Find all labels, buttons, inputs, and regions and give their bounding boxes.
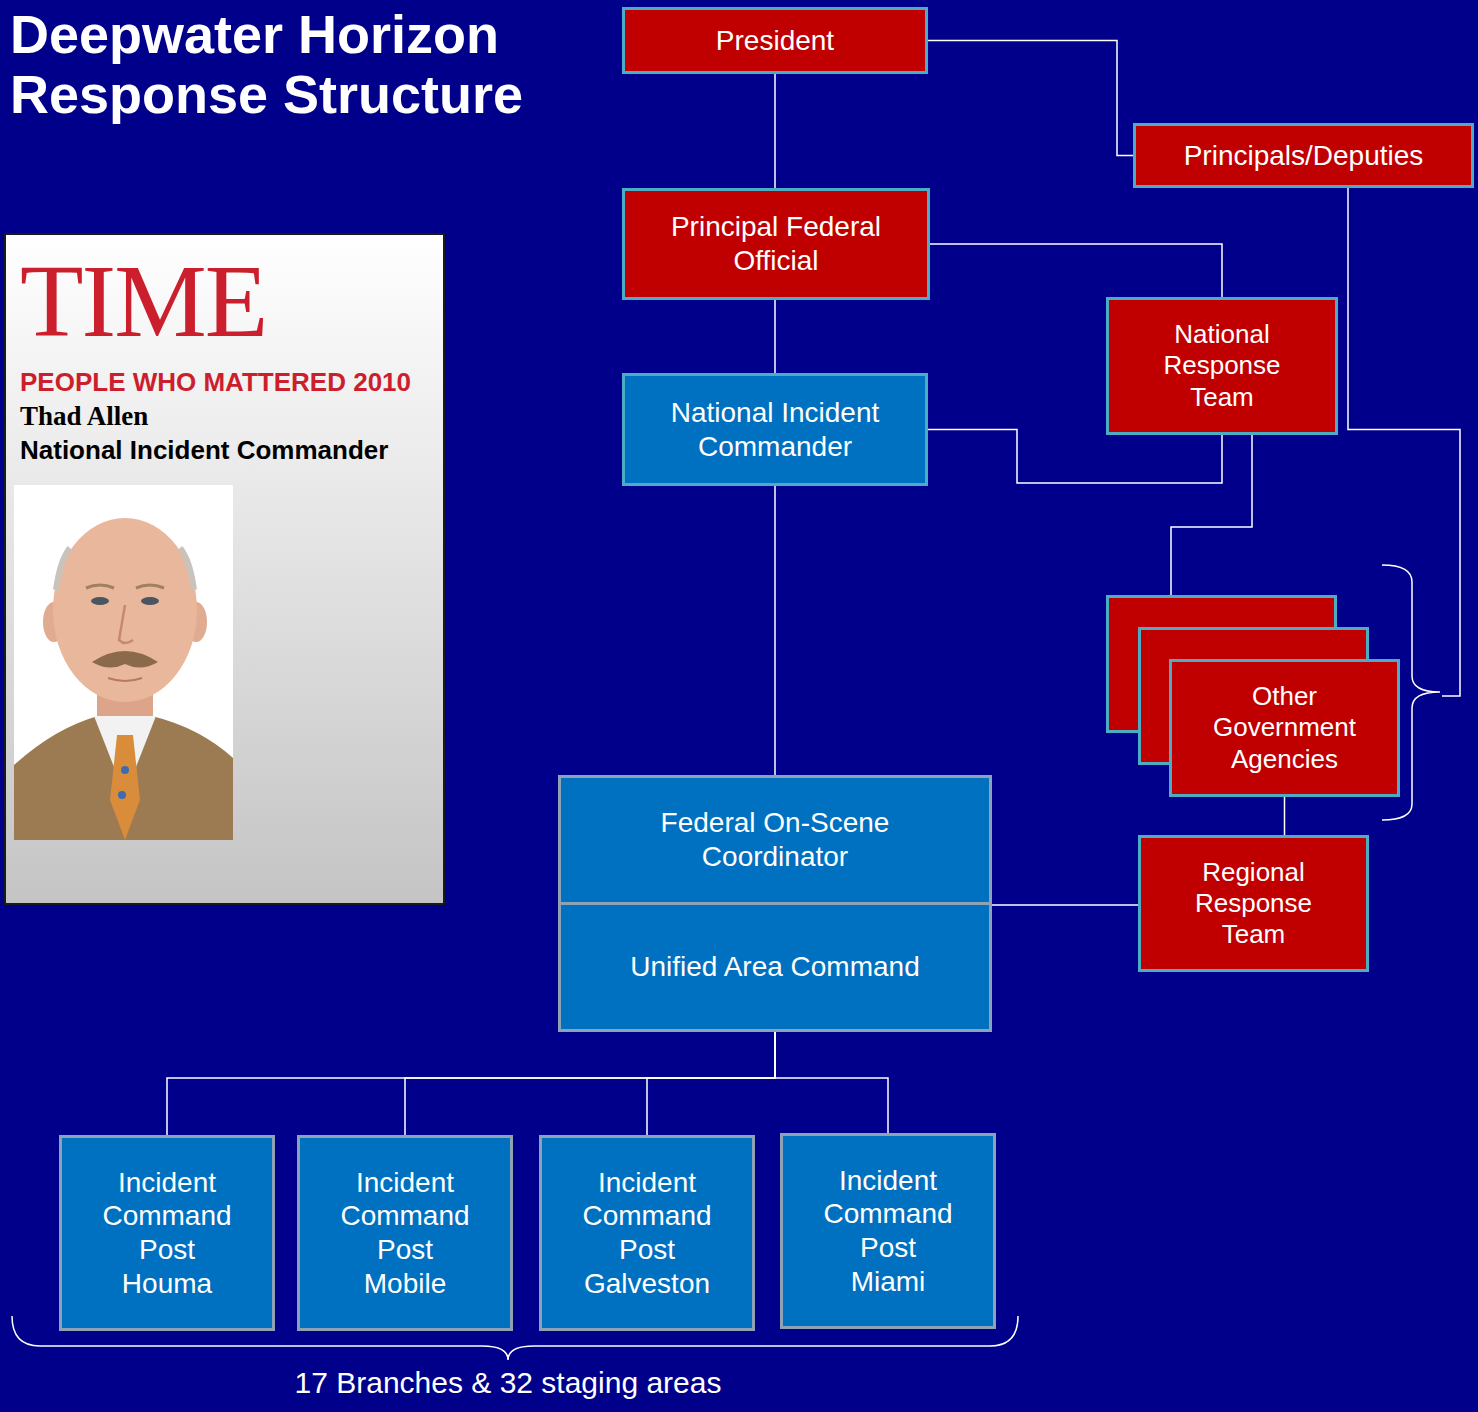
box-label: National Incident Commander [635,396,915,463]
org-box: Federal On-Scene Coordinator [558,775,992,905]
connector-line [167,1032,775,1135]
eye [91,597,109,605]
org-box: National Response Team [1106,297,1338,435]
org-box: Principals/Deputies [1133,123,1474,188]
box-label: Incident Command Post Mobile [337,1166,473,1300]
hair [180,548,194,590]
hair [56,548,70,590]
org-box: President [622,7,928,74]
magazine-card: TIME PEOPLE WHO MATTERED 2010Thad AllenNa… [4,233,445,905]
box-label: Regional Response Team [1174,857,1334,951]
slide-title: Deepwater Horizon Response Structure [10,4,615,125]
box-label: Incident Command Post Houma [99,1166,235,1300]
org-box: National Incident Commander [622,373,928,486]
connector-line [774,486,776,775]
org-box: Incident Command Post Mobile [297,1135,513,1331]
connector-line [928,430,1222,484]
mouth [108,678,142,681]
connector-line [774,74,776,188]
card-text: PEOPLE WHO MATTERED 2010 [20,367,435,398]
org-box: Other Government Agencies [1169,659,1400,797]
brow [86,585,114,588]
card-background [4,233,445,905]
connector-line [928,41,1133,156]
connector-line [1348,188,1460,696]
mustache [92,651,158,668]
org-box: Regional Response Team [1138,835,1369,972]
box-label: National Response Team [1142,319,1302,413]
org-box: Principal Federal Official [622,188,930,300]
connector-line [1171,435,1252,595]
nose [119,605,133,643]
org-box: Incident Command Post Galveston [539,1135,755,1331]
photo-ground [14,485,233,840]
connector-line [775,1032,888,1133]
card-text: National Incident Commander [20,435,435,466]
org-box: Incident Command Post Miami [780,1133,996,1329]
connector-line [930,244,1222,297]
card-text: Thad Allen [20,400,435,432]
org-box: Unified Area Command [558,902,992,1032]
connector-line [774,300,776,373]
tie [110,735,140,840]
span-label: 17 Branches & 32 staging areas [208,1366,808,1399]
connector-line [992,904,1138,906]
box-label: Incident Command Post Galveston [579,1166,715,1300]
connector-line [647,1032,775,1135]
card-text: TIME [20,249,435,353]
box-label: Other Government Agencies [1205,681,1365,775]
org-box: Incident Command Post Houma [59,1135,275,1331]
box-label: Incident Command Post Miami [820,1164,956,1298]
suit [14,716,233,840]
connector-line [405,1032,775,1135]
portrait-photo [14,485,233,840]
head [53,518,197,702]
tie-pattern [121,766,129,774]
box-label: President [716,24,834,58]
eye [141,597,159,605]
box-label: Unified Area Command [630,950,919,984]
box-label: Principals/Deputies [1184,139,1424,173]
box-label: Federal On-Scene Coordinator [625,806,925,873]
tie-pattern [118,791,126,799]
box-label: Principal Federal Official [636,210,916,277]
brow [136,585,164,588]
connector-line [1284,797,1286,835]
